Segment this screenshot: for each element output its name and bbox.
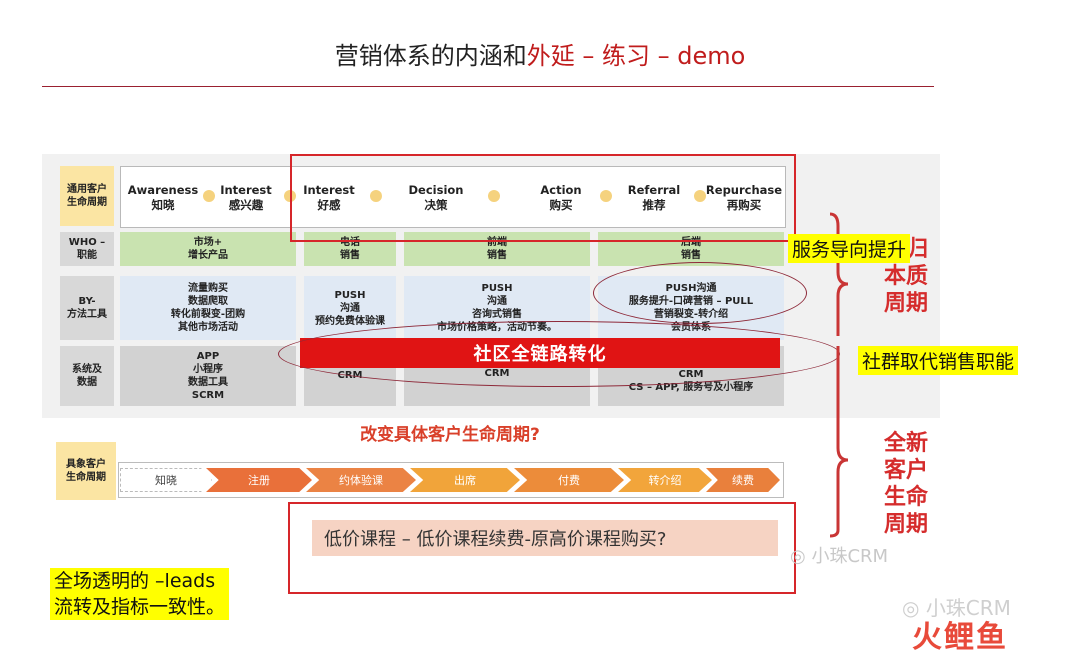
brand-logo: 火鲤鱼 [912, 620, 1008, 655]
side-label-new-lifecycle: 全新 客户 生命 周期 [883, 431, 928, 537]
annotation-leads: 全场透明的 –leads 流转及指标一致性。 [50, 568, 230, 620]
stage-dot [203, 190, 215, 202]
row-header-lifecycle: 通用客户 生命周期 [60, 166, 114, 226]
ellipse-community [278, 321, 840, 387]
ellipse-backend [593, 262, 807, 324]
lifecycle-question: 改变具体客户生命周期? [360, 425, 540, 445]
step-chevron: 注册 [206, 468, 312, 492]
who-cell-marketing: 市场+ 增长产品 [120, 232, 296, 266]
watermark-1: ◎ 小珠CRM [790, 546, 889, 567]
who-cell-telesales: 电话 销售 [304, 232, 396, 266]
title-main: 营销体系的内涵和 [334, 42, 527, 70]
stage-dot [370, 190, 382, 202]
lifecycle-row [120, 166, 786, 228]
who-cell-backend: 后端 销售 [598, 232, 784, 266]
title-accent: 外延 – 练习 – demo [526, 42, 746, 70]
row-header-by: BY- 方法工具 [60, 276, 114, 340]
highlight-box-lifecycle [290, 154, 796, 242]
wechat-icon: ◎ [902, 596, 920, 620]
step-chevron: 续费 [706, 468, 780, 492]
stage-dot [694, 190, 706, 202]
step-chevron: 转介绍 [618, 468, 712, 492]
stage-dot [488, 190, 500, 202]
system-cell-marketing: APP 小程序 数据工具 SCRM [120, 346, 296, 406]
pricing-question: 低价课程 – 低价课程续费-原高价课程购买? [312, 520, 778, 556]
annotation-service: 服务导向提升 [788, 234, 911, 263]
step-chevron: 知晓 [120, 468, 212, 492]
right-braces [829, 212, 849, 538]
annotation-community: 社群取代销售职能 [858, 346, 1019, 375]
page-title: 营销体系的内涵和外延 – 练习 – demo [0, 36, 1080, 71]
row-header-who: WHO – 职能 [60, 232, 114, 266]
row-header-system: 系统及 数据 [60, 346, 114, 406]
concrete-lifecycle-header: 具象客户 生命周期 [56, 442, 116, 500]
step-chevron: 约体验课 [306, 468, 416, 492]
step-chevron: 付费 [514, 468, 624, 492]
by-cell-marketing: 流量购买 数据爬取 转化前裂变-团购 其他市场活动 [120, 276, 296, 340]
step-chevron: 出席 [410, 468, 520, 492]
stage-dot [600, 190, 612, 202]
title-divider [42, 86, 934, 87]
who-cell-frontend: 前端 销售 [404, 232, 590, 266]
watermark-2: ◎ 小珠CRM [902, 596, 1011, 620]
highlight-box-pricing [288, 502, 796, 594]
wechat-icon: ◎ [790, 546, 806, 567]
